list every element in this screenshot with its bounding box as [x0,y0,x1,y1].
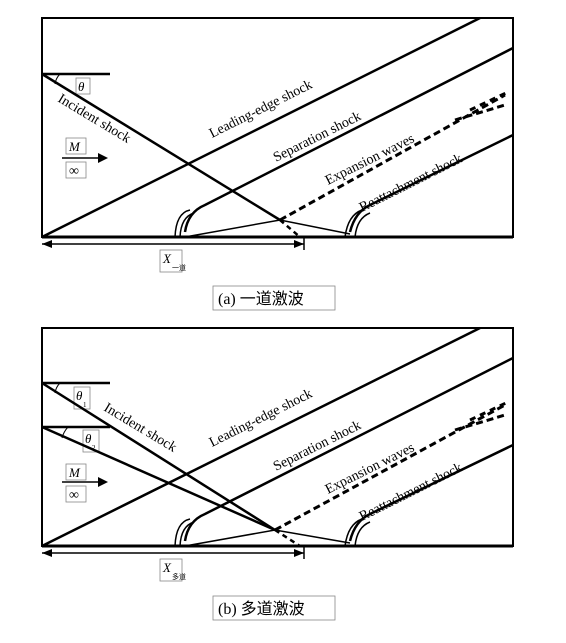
panel-a-theta-box [75,77,91,95]
panel-b-x-symbol: X [162,560,172,575]
panel-b-mach-infinity: ∞ [69,488,79,503]
panel-a-separation-arc-2 [179,212,195,238]
panel-a: θ Incident shock Leading-edge shock Sepa… [41,16,514,311]
panel-b-caption: (b) 多道激波 [218,600,305,618]
panel-b-x-arrow-right [294,549,304,557]
panel-b-reattachment-shock [348,443,514,542]
panel-a-mach-symbol: M [68,139,81,154]
panel-a-incident-shock [41,72,281,222]
panel-b-x-box [159,558,183,582]
panel-a-leading-edge-shock [41,16,481,239]
panel-b-theta2: θ [85,431,92,446]
panel-a-separation-arc-1 [174,209,191,238]
panel-b-mach-box-bottom [65,485,87,503]
panel-a-reattachment-shock [348,133,514,233]
panel-a-caption-box [212,285,336,311]
panel-a-expansion-waves-outer [469,90,509,112]
panel-b-separation-label: Separation shock [271,418,364,474]
panel-b-separation-arc-2 [179,521,195,547]
panel-b-caption-box [212,595,336,621]
panel-b-theta1: θ [76,388,83,403]
panel-a-mach-box-bottom [65,161,87,179]
panel-a-mach-box-top [65,137,87,155]
panel-b-incident-shock-1 [41,381,276,532]
panel-b-theta2-arc [61,426,69,439]
panel-b: θ 1 θ 2 Incident shock Leading-edge shoc… [41,326,514,621]
panel-a-x-symbol: X [162,251,172,266]
panel-a-theta-arc [54,73,61,85]
panel-b-incident-shock-2 [41,425,276,532]
panel-b-x-subscript: 多道 [172,572,186,581]
panel-a-mach-infinity: ∞ [69,164,79,179]
panel-b-mach-box-top [65,463,87,481]
panel-a-reattachment-arc-1 [344,209,363,238]
panel-a-mach-arrowhead [98,153,108,163]
panel-a-separation-label: Separation shock [271,109,364,165]
panel-b-theta1-arc [54,382,61,394]
panel-b-separation-bubble [184,529,351,547]
panel-a-caption: (a) 一道激波 [218,290,304,308]
panel-b-mach-symbol: M [68,465,81,480]
panel-b-expansion-waves-outer [469,400,509,422]
panel-a-reattachment-arc-2 [354,212,371,238]
panel-b-reattachment-arc-1 [344,518,363,547]
panel-b-expansion-waves-inner [454,413,506,432]
panel-b-mach-arrowhead [98,477,108,487]
panel-b-theta1-sub: 1 [83,401,87,409]
panel-b-frame [41,327,514,547]
panel-b-separation-arc-1 [174,518,191,547]
panel-a-x-box [159,249,183,273]
panel-a-theta: θ [78,79,85,94]
panel-b-leading-edge-shock [41,326,481,548]
panel-b-x-arrow-left [42,549,52,557]
panel-a-x-arrow-left [42,240,52,248]
panel-b-reattachment-arc-2 [354,521,371,547]
panel-a-incident-shock-dashed [279,219,301,238]
panel-b-incident-shock-dashed [274,528,301,548]
panel-b-theta2-sub: 2 [92,444,96,452]
panel-a-expansion-waves-inner [454,103,506,122]
panel-a-separation-bubble [184,219,351,238]
panel-a-x-subscript: 一道 [172,263,186,272]
panel-a-x-arrow-right [294,240,304,248]
